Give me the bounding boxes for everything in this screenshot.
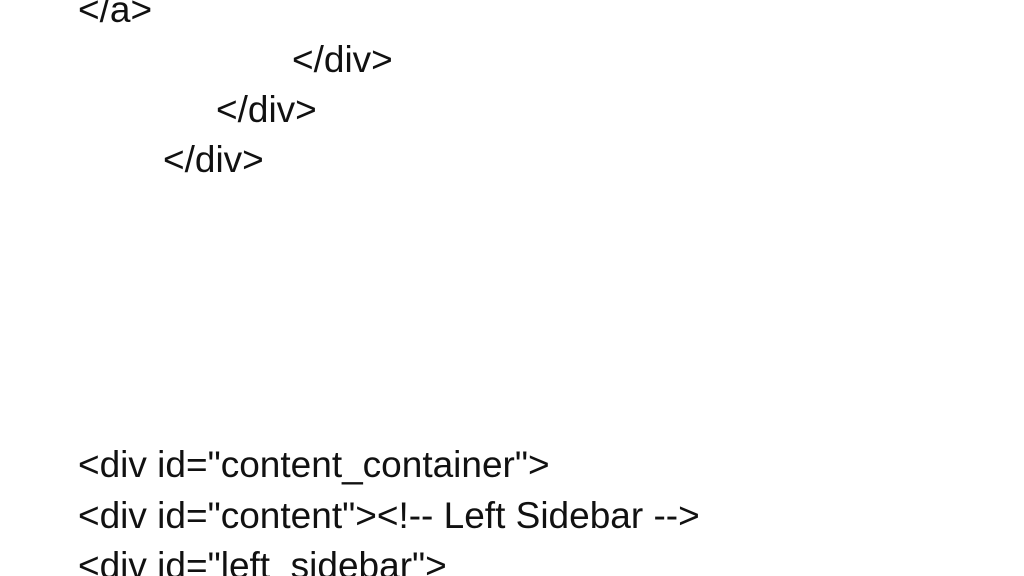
code-line-closing-div: </div> [216, 89, 317, 130]
code-line-closing-div: </div> [292, 39, 393, 80]
code-line-left-sidebar: <div id="left_sidebar"> [78, 545, 447, 576]
code-line-closing-div: </div> [163, 139, 264, 180]
code-line-content-left-sidebar-comment: <div id="content"><!-- Left Sidebar --> [78, 495, 700, 536]
code-line-closing-anchor: </a> [78, 0, 153, 30]
code-line-content-container: <div id="content_container"> [78, 444, 550, 485]
